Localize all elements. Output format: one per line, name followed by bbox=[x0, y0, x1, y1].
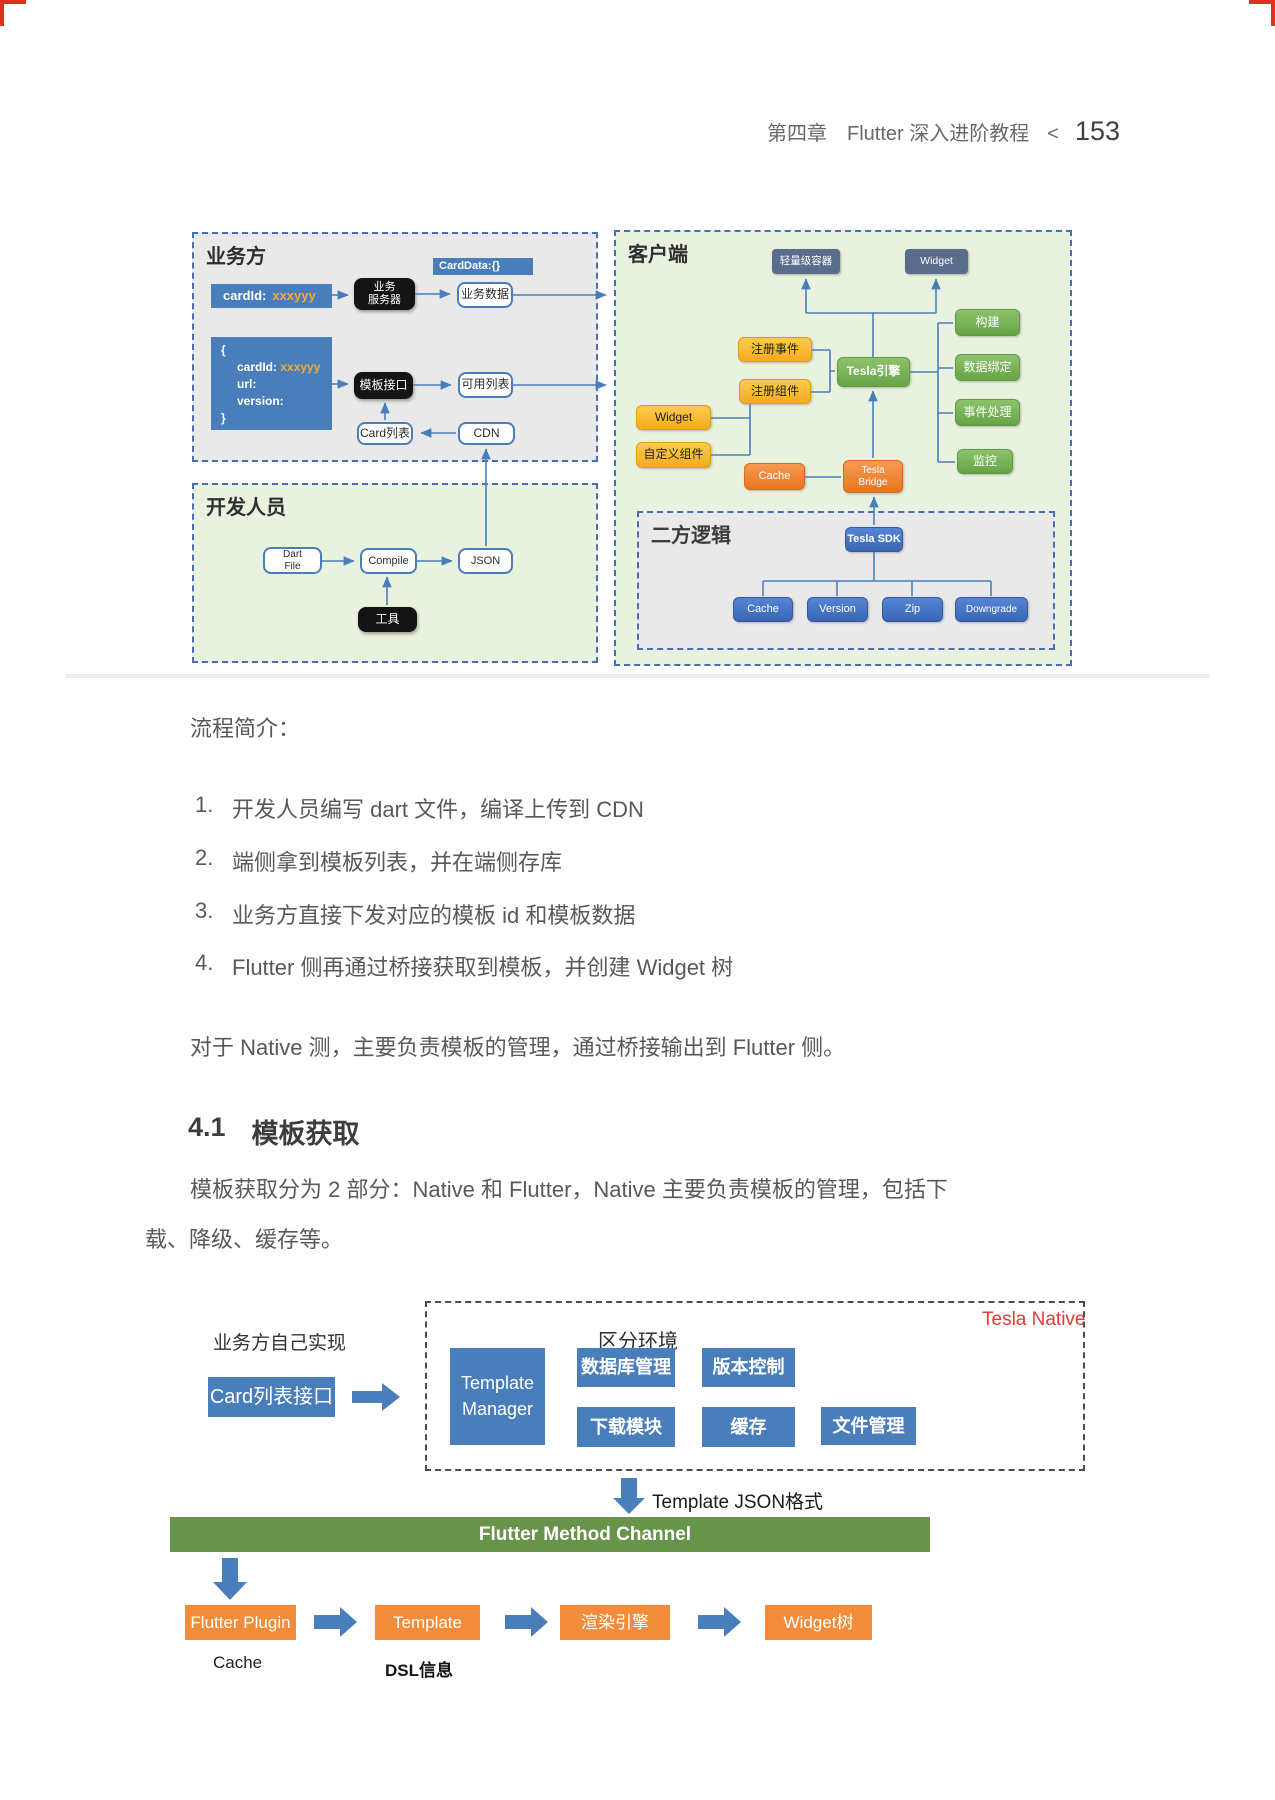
section-second-party-title: 二方逻辑 bbox=[651, 525, 731, 547]
node-card-list-api: Card列表接口 bbox=[208, 1377, 335, 1417]
list-item-3: 3. 业务方直接下发对应的模板 id 和模板数据 bbox=[195, 898, 636, 928]
json-format-label: Template JSON格式 bbox=[652, 1492, 824, 1513]
list-item-1: 1. 开发人员编写 dart 文件，编译上传到 CDN bbox=[195, 792, 644, 822]
section-client-title: 客户端 bbox=[628, 244, 688, 266]
impl-label: 业务方自己实现 bbox=[213, 1333, 347, 1354]
node-db-manager: 数据库管理 bbox=[577, 1348, 675, 1387]
page-frame-corner-right bbox=[1249, 0, 1275, 26]
architecture-diagram: 业务方 开发人员 客户端 二方逻辑 cardId:xxxyyy 业务服务器 Ca… bbox=[170, 225, 1090, 670]
node-register-event: 注册事件 bbox=[738, 337, 812, 362]
node-compile: Compile bbox=[360, 548, 417, 574]
node-cardid: cardId:xxxyyy bbox=[211, 284, 332, 308]
env-label: 区分环境 bbox=[598, 1331, 678, 1353]
node-register-component: 注册组件 bbox=[739, 379, 811, 404]
node-card-list: Card列表 bbox=[357, 422, 413, 445]
header-separator: < bbox=[1047, 123, 1059, 145]
running-header: 第四章 Flutter 深入进阶教程 < 153 bbox=[767, 116, 1120, 147]
chapter-title: Flutter 深入进阶教程 bbox=[847, 123, 1030, 145]
node-tesla-engine: Tesla引擎 bbox=[837, 357, 910, 387]
page-number: 153 bbox=[1074, 116, 1120, 146]
node-cache-orange: Cache bbox=[744, 463, 805, 490]
node-tesla-sdk: Tesla SDK bbox=[845, 527, 903, 552]
node-json: JSON bbox=[458, 548, 513, 574]
list-item-4: 4. Flutter 侧再通过桥接获取到模板，并创建 Widget 树 bbox=[195, 950, 734, 980]
tesla-native-tag: Tesla Native bbox=[982, 1309, 1086, 1330]
template-fetch-diagram: 业务方自己实现 Card列表接口 Tesla Native 区分环境 Templ… bbox=[170, 1295, 1100, 1695]
intro-label: 流程简介： bbox=[190, 716, 301, 741]
dsl-caption: DSL信息 bbox=[385, 1661, 453, 1680]
node-cache-module: 缓存 bbox=[702, 1407, 795, 1447]
node-light-container: 轻量级容器 bbox=[772, 249, 840, 274]
node-widget-tree: Widget树 bbox=[765, 1605, 872, 1640]
node-version-control: 版本控制 bbox=[702, 1348, 795, 1387]
node-template-object: { cardId: xxxyyy url: version: } bbox=[211, 337, 332, 430]
node-sdk-zip: Zip bbox=[882, 597, 943, 622]
node-data-binding: 数据绑定 bbox=[955, 354, 1020, 381]
node-sdk-cache: Cache bbox=[733, 597, 793, 622]
paragraph-template-line1: 模板获取分为 2 部分：Native 和 Flutter，Native 主要负责… bbox=[190, 1177, 948, 1202]
node-business-server: 业务服务器 bbox=[354, 278, 415, 310]
node-download-module: 下载模块 bbox=[577, 1407, 675, 1447]
section-divider bbox=[65, 674, 1210, 678]
node-tool: 工具 bbox=[358, 607, 417, 632]
node-business-data: 业务数据 bbox=[457, 282, 513, 308]
node-monitor: 监控 bbox=[957, 449, 1013, 474]
heading-4-1: 4.1 模板获取 bbox=[188, 1112, 360, 1149]
node-cdn: CDN bbox=[458, 422, 515, 445]
node-render-engine: 渲染引擎 bbox=[560, 1605, 670, 1640]
node-custom-component: 自定义组件 bbox=[636, 442, 711, 468]
node-template-api: 模板接口 bbox=[354, 372, 413, 399]
node-widget-dark: Widget bbox=[905, 249, 968, 274]
paragraph-template-line2: 载、降级、缓存等。 bbox=[145, 1227, 344, 1252]
flutter-method-channel-bar: Flutter Method Channel bbox=[170, 1517, 930, 1552]
paragraph-native: 对于 Native 测，主要负责模板的管理，通过桥接输出到 Flutter 侧。 bbox=[190, 1035, 846, 1060]
node-available-list: 可用列表 bbox=[458, 372, 513, 398]
node-flutter-plugin: Flutter Plugin bbox=[185, 1605, 296, 1640]
node-widget-yellow: Widget bbox=[636, 405, 711, 430]
node-event-handling: 事件处理 bbox=[955, 399, 1020, 426]
cache-caption: Cache bbox=[213, 1653, 263, 1672]
page-frame-corner-left bbox=[0, 0, 26, 26]
section-developer: 开发人员 bbox=[192, 483, 598, 663]
list-item-2: 2. 端侧拿到模板列表，并在端侧存库 bbox=[195, 845, 563, 875]
node-carddata-label: CardData:{} bbox=[433, 258, 533, 275]
node-template: Template bbox=[375, 1605, 480, 1640]
node-sdk-downgrade: Downgrade bbox=[955, 597, 1028, 622]
chapter-label: 第四章 bbox=[767, 123, 827, 145]
node-sdk-version: Version bbox=[807, 597, 868, 622]
node-file-manager: 文件管理 bbox=[821, 1407, 916, 1445]
section-developer-title: 开发人员 bbox=[206, 497, 286, 519]
section-business-title: 业务方 bbox=[206, 246, 266, 268]
node-build: 构建 bbox=[955, 309, 1020, 336]
